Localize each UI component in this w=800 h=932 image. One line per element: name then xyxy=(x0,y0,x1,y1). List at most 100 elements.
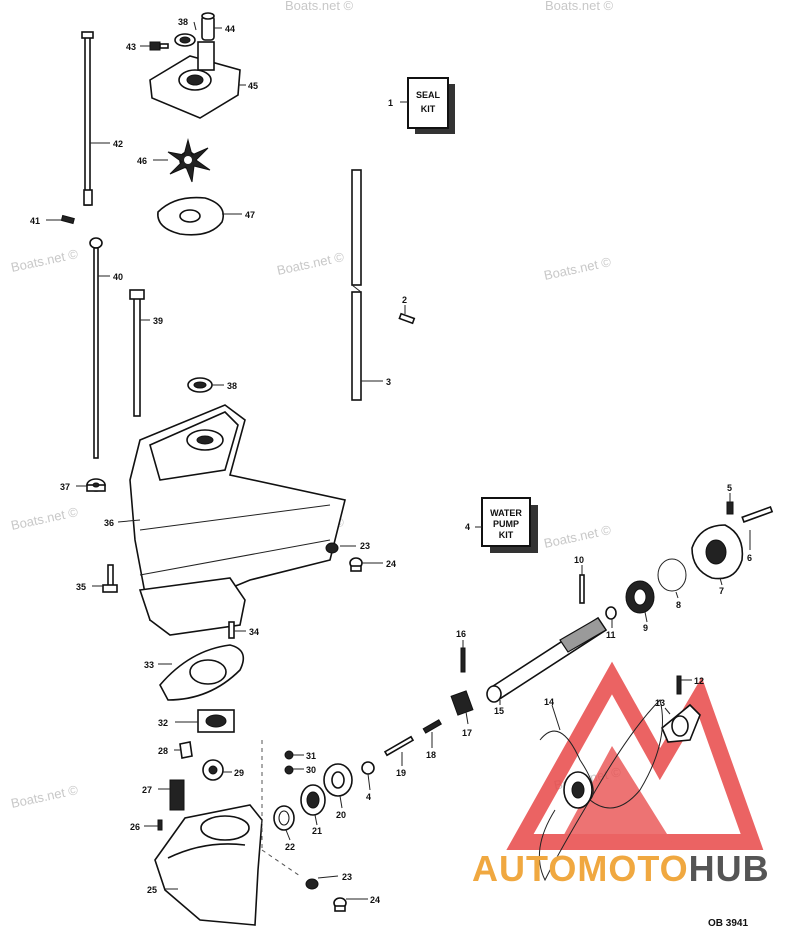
callout-39: 39 xyxy=(153,316,163,326)
callout-28: 28 xyxy=(158,746,168,756)
bolt-35 xyxy=(102,564,118,593)
callout-19: 19 xyxy=(396,768,406,778)
brand-logo: AUTOMOTOHUB xyxy=(472,848,770,890)
callout-21: 21 xyxy=(312,826,322,836)
callout-23-lower: 23 xyxy=(342,872,352,882)
callout-27: 27 xyxy=(142,785,152,795)
rod-40 xyxy=(93,247,99,459)
callout-labels: 1 2 3 4 4 5 6 7 8 9 10 11 12 13 14 15 16… xyxy=(30,17,752,905)
callout-33: 33 xyxy=(144,660,154,670)
callout-34: 34 xyxy=(249,627,259,637)
callout-26: 26 xyxy=(130,822,140,832)
washer-30 xyxy=(284,765,294,775)
shaft-3 xyxy=(351,169,362,401)
watermark-text: Boats.net © xyxy=(10,782,80,811)
callout-6: 6 xyxy=(747,553,752,563)
spring-18 xyxy=(422,719,442,734)
bearing-32 xyxy=(197,709,235,733)
callout-13: 13 xyxy=(655,698,665,708)
callout-5: 5 xyxy=(727,483,732,493)
callout-3: 3 xyxy=(386,377,391,387)
callout-25: 25 xyxy=(147,885,157,895)
clip-28 xyxy=(179,741,193,759)
gear-9 xyxy=(625,580,655,614)
washer-23-upper xyxy=(325,542,339,554)
callout-38-top: 38 xyxy=(178,17,188,27)
watermark-text: Boats.net © xyxy=(276,249,346,278)
pin-10 xyxy=(579,574,585,604)
callout-30: 30 xyxy=(306,765,316,775)
dash-line xyxy=(261,849,301,877)
callout-32: 32 xyxy=(158,718,168,728)
watermark-text: Boats.net © xyxy=(545,0,614,13)
watermark-text: Boats.net © xyxy=(543,254,613,283)
callout-31: 31 xyxy=(306,751,316,761)
washer-23-lower xyxy=(305,878,319,890)
pin-41 xyxy=(60,214,75,225)
pump-kit-label-2: PUMP xyxy=(493,519,519,529)
watermarks: Boats.net © Boats.net © Boats.net © Boat… xyxy=(10,0,623,811)
gear-20 xyxy=(323,763,353,797)
callout-15: 15 xyxy=(494,706,504,716)
pump-kit-label-3: KIT xyxy=(499,530,514,540)
pin-12 xyxy=(676,675,682,695)
grommet-40top xyxy=(89,237,103,249)
shift-block-27 xyxy=(169,779,185,811)
callout-20: 20 xyxy=(336,810,346,820)
impeller-46 xyxy=(167,138,211,183)
pump-kit-label-1: WATER xyxy=(490,508,522,518)
rod-19 xyxy=(383,735,415,757)
callout-10: 10 xyxy=(574,555,584,565)
callout-2: 2 xyxy=(402,295,407,305)
bolt-42 xyxy=(81,31,94,206)
callout-11: 11 xyxy=(606,630,616,640)
leader-lines xyxy=(46,21,751,900)
callout-1: 1 xyxy=(388,98,393,108)
callout-18: 18 xyxy=(426,750,436,760)
ring-4 xyxy=(361,761,375,775)
oring-8 xyxy=(657,558,687,592)
gearcase-upper xyxy=(129,404,346,636)
washer-22 xyxy=(273,805,295,831)
callout-40: 40 xyxy=(113,272,123,282)
gear-housing-25 xyxy=(154,804,263,926)
callout-24-upper: 24 xyxy=(386,559,396,569)
callout-42: 42 xyxy=(113,139,123,149)
callout-22: 22 xyxy=(285,842,295,852)
gasket-33 xyxy=(159,644,245,701)
callout-44: 44 xyxy=(225,24,235,34)
callout-23-upper: 23 xyxy=(360,541,370,551)
callout-43: 43 xyxy=(126,42,136,52)
callout-14: 14 xyxy=(544,697,554,707)
callout-35: 35 xyxy=(76,582,86,592)
callout-36: 36 xyxy=(104,518,114,528)
callout-4: 4 xyxy=(465,522,470,532)
callout-12: 12 xyxy=(694,676,704,686)
pin-16 xyxy=(460,647,466,673)
seal-38-top xyxy=(174,33,196,47)
plate-47 xyxy=(157,196,224,236)
grommet-37 xyxy=(86,478,106,492)
stud-6 xyxy=(741,505,774,523)
washer-31 xyxy=(284,750,294,760)
bolt-39 xyxy=(129,289,145,417)
seal-38 xyxy=(187,377,213,393)
pin-2 xyxy=(398,312,416,325)
brand-logo-part1: AUTOMOTO xyxy=(472,848,689,889)
callout-38: 38 xyxy=(227,381,237,391)
water-pump-kit-box: WATER PUMP KIT xyxy=(481,497,538,553)
prop-shaft-15 xyxy=(486,616,608,703)
callout-46: 46 xyxy=(137,156,147,166)
seal-kit-label-2: KIT xyxy=(421,104,436,114)
callout-17: 17 xyxy=(462,728,472,738)
callout-8: 8 xyxy=(676,600,681,610)
screw-24-lower xyxy=(333,897,347,912)
pin-26 xyxy=(157,819,163,831)
gear-29 xyxy=(202,759,224,781)
watermark-text: Boats.net © xyxy=(543,522,613,551)
gear-21 xyxy=(300,784,326,816)
callout-45: 45 xyxy=(248,81,258,91)
callout-4b: 4 xyxy=(366,792,371,802)
pump-housing-45 xyxy=(149,41,241,119)
brand-logo-part2: HUB xyxy=(688,848,770,889)
